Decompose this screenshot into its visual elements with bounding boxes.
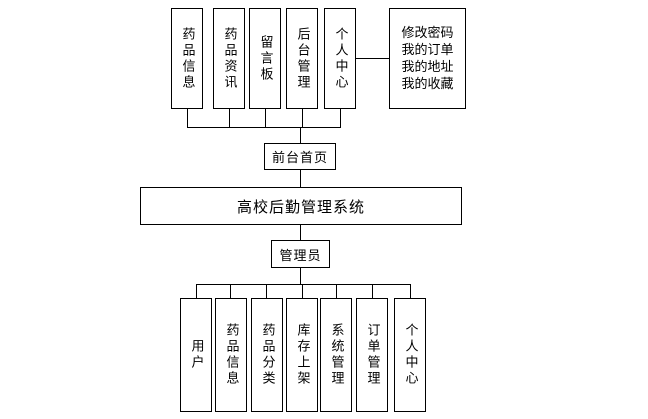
submenu-my-orders: 我的订单 — [401, 42, 454, 58]
connector-line — [187, 109, 188, 127]
personal-center-submenu: 修改密码 我的订单 我的地址 我的收藏 — [389, 8, 466, 109]
connector-line — [410, 284, 411, 298]
connector-line — [302, 109, 303, 127]
connector-line — [196, 284, 410, 285]
module-drug-news: 药品资讯 — [213, 8, 245, 109]
admin-module-drug-info: 药品信息 — [215, 298, 247, 412]
connector-line — [300, 170, 301, 187]
submenu-my-favorites: 我的收藏 — [401, 76, 454, 92]
module-drug-info: 药品信息 — [171, 8, 203, 109]
admin-module-stock-shelving: 库存上架 — [286, 298, 318, 412]
admin-module-users: 用户 — [180, 298, 212, 412]
connector-line — [300, 127, 301, 143]
connector-line — [336, 284, 337, 298]
connector-line — [340, 109, 341, 127]
connector-line — [356, 58, 389, 59]
connector-line — [229, 109, 230, 127]
module-personal-center: 个人中心 — [324, 8, 356, 109]
connector-line — [230, 284, 231, 298]
admin-module-drug-category: 药品分类 — [251, 298, 283, 412]
connector-line — [187, 127, 341, 128]
connector-line — [266, 284, 267, 298]
frontend-home-box: 前台首页 — [264, 143, 336, 170]
connector-line — [302, 284, 303, 298]
admin-module-personal-center: 个人中心 — [394, 298, 426, 412]
connector-line — [265, 109, 266, 127]
connector-line — [300, 225, 301, 240]
module-backend-admin: 后台管理 — [286, 8, 318, 109]
system-name-box: 高校后勤管理系统 — [140, 187, 462, 225]
connector-line — [372, 284, 373, 298]
submenu-my-address: 我的地址 — [401, 59, 454, 75]
admin-module-order-management: 订单管理 — [356, 298, 388, 412]
submenu-change-password: 修改密码 — [401, 25, 454, 41]
admin-module-system-management: 系统管理 — [320, 298, 352, 412]
connector-line — [300, 268, 301, 284]
connector-line — [196, 284, 197, 298]
module-message-board: 留言板 — [249, 8, 281, 109]
admin-box: 管理员 — [271, 240, 330, 268]
